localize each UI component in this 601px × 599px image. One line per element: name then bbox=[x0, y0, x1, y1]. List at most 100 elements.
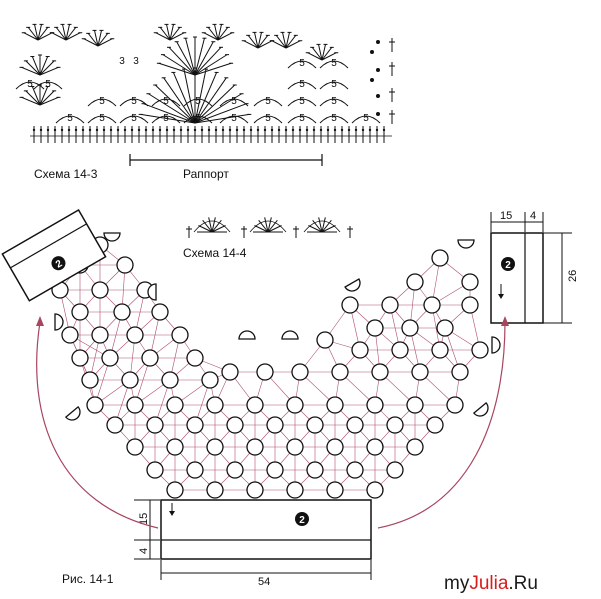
stitch-dot bbox=[151, 128, 155, 132]
chain-arch bbox=[253, 98, 283, 107]
stitch-dot bbox=[67, 128, 71, 132]
small-fan-stitch bbox=[285, 35, 297, 49]
small-fan-stitch bbox=[155, 32, 171, 41]
chain-count: 5 bbox=[131, 113, 137, 124]
round-motif bbox=[246, 396, 264, 414]
round-motif bbox=[423, 296, 441, 314]
arrow-head-left bbox=[36, 316, 44, 326]
side-fan-stitch bbox=[39, 96, 59, 106]
fan-stitch bbox=[211, 225, 226, 233]
small-fan-stitch bbox=[97, 30, 102, 47]
bottom-width-dimension bbox=[160, 560, 372, 580]
round-motif bbox=[101, 349, 119, 367]
round-motif bbox=[161, 371, 179, 389]
central-fan-stitch bbox=[183, 69, 196, 124]
small-fan-stitch bbox=[257, 40, 273, 49]
right-width-main: 15 bbox=[500, 210, 512, 222]
chain-arch bbox=[151, 98, 181, 107]
stitch-dot bbox=[88, 128, 92, 132]
fan-stitch bbox=[308, 225, 323, 233]
round-motif bbox=[286, 438, 304, 456]
repeat-bracket bbox=[129, 154, 323, 166]
small-fan-stitch bbox=[65, 24, 70, 41]
chain-arch bbox=[33, 81, 63, 90]
repeat-label: Раппорт bbox=[183, 167, 229, 181]
stitch-dot bbox=[312, 128, 316, 132]
central-fan-stitch bbox=[194, 77, 227, 124]
chain-count: 5 bbox=[99, 113, 105, 124]
chain-arch-rows: 55555555555555555555555533 bbox=[15, 56, 381, 124]
chain-arch bbox=[253, 115, 283, 124]
chain-arch bbox=[55, 115, 85, 124]
round-motif bbox=[386, 416, 404, 434]
stitch-dot bbox=[109, 128, 113, 132]
part-number: 2 bbox=[505, 260, 511, 271]
small-fan-stitch bbox=[97, 38, 113, 47]
fan-stitch bbox=[312, 219, 323, 233]
arrow-head-right bbox=[501, 316, 509, 326]
central-fan-stitch bbox=[172, 72, 196, 124]
small-fan-stitch bbox=[285, 32, 290, 49]
stitch-dot bbox=[130, 128, 134, 132]
figure-caption: Рис. 14-1 bbox=[62, 572, 114, 586]
central-fan-stitch bbox=[194, 84, 236, 124]
small-fan-stitch bbox=[65, 32, 81, 41]
small-fan-stitch bbox=[254, 32, 259, 49]
round-motif bbox=[406, 438, 424, 456]
chain-count: 5 bbox=[299, 113, 305, 124]
central-fan-stitch bbox=[163, 77, 196, 124]
chain-arch bbox=[87, 115, 117, 124]
chain-count: 5 bbox=[195, 96, 201, 107]
round-motif bbox=[86, 396, 104, 414]
central-fan-stitch bbox=[176, 41, 196, 76]
stitch-dot bbox=[214, 128, 218, 132]
stitch-dot bbox=[298, 128, 302, 132]
edge-dot bbox=[370, 50, 374, 54]
scheme-14-4-chart bbox=[186, 217, 353, 238]
small-fan-stitch bbox=[257, 32, 262, 49]
small-fan-stitch bbox=[51, 32, 67, 41]
round-motif bbox=[461, 296, 479, 314]
right-side-dimension bbox=[543, 232, 572, 324]
chain-arch bbox=[151, 115, 181, 124]
stitch-dot bbox=[368, 128, 372, 132]
round-motif bbox=[91, 326, 109, 344]
central-fan-stitch bbox=[154, 84, 196, 124]
stitch-dot bbox=[249, 128, 253, 132]
central-fan-stitch bbox=[194, 38, 205, 76]
chain-count: 5 bbox=[231, 96, 237, 107]
round-motif bbox=[286, 396, 304, 414]
stitch-dot bbox=[256, 128, 260, 132]
round-motif bbox=[201, 371, 219, 389]
fan-stitch bbox=[258, 219, 269, 233]
stitch-dot bbox=[193, 128, 197, 132]
scheme-14-3-chart: 55555555555555555555555533 bbox=[15, 23, 395, 143]
chain-count: 5 bbox=[45, 79, 51, 90]
stitch-dot bbox=[123, 128, 127, 132]
chain-arch bbox=[287, 115, 317, 124]
fan-stitch bbox=[198, 225, 213, 233]
chain-arch bbox=[319, 115, 349, 124]
stitch-dot bbox=[375, 128, 379, 132]
central-fan-stitch bbox=[194, 41, 214, 76]
chain-count: 5 bbox=[331, 79, 337, 90]
stitch-dot bbox=[186, 128, 190, 132]
chain-arch bbox=[319, 60, 349, 69]
stitch-dot bbox=[81, 128, 85, 132]
chain-arch bbox=[87, 98, 117, 107]
stitch-dot bbox=[305, 128, 309, 132]
small-fan-stitch bbox=[203, 32, 219, 41]
scheme-14-4-caption: Схема 14-4 bbox=[183, 246, 247, 260]
fan-outline bbox=[303, 220, 341, 233]
half-motif bbox=[491, 336, 501, 354]
stitch-dot bbox=[291, 128, 295, 132]
fan-stitch bbox=[202, 219, 213, 233]
round-motif bbox=[113, 303, 131, 321]
bottom-left-dimensions bbox=[134, 499, 160, 560]
small-fan-stitch bbox=[282, 32, 287, 49]
small-fan-stitch bbox=[207, 27, 219, 41]
small-fan-stitch bbox=[217, 24, 222, 41]
half-motif bbox=[238, 330, 256, 340]
small-fan-stitch bbox=[37, 27, 49, 41]
chain-count: 5 bbox=[265, 96, 271, 107]
